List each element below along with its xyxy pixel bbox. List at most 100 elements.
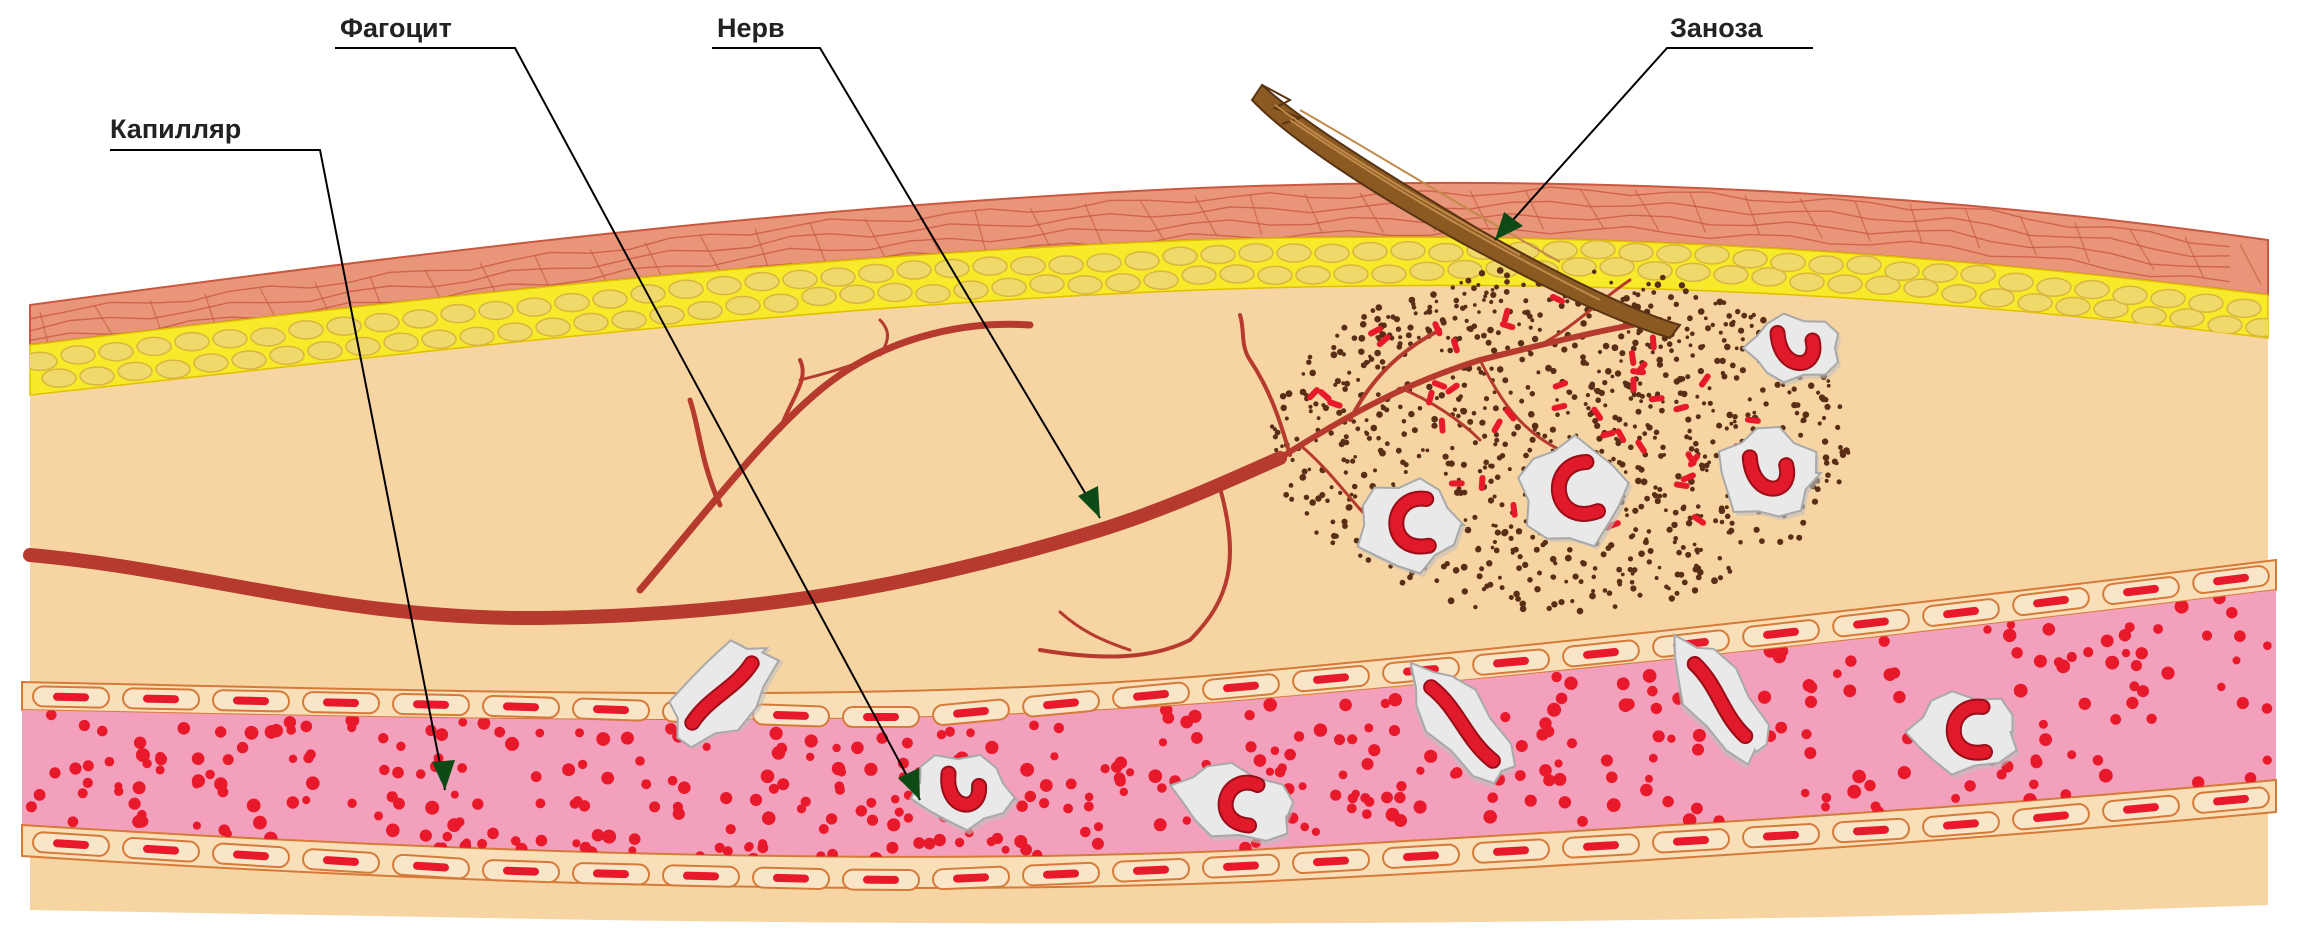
bacterium [1331,345,1336,350]
blood-cell [135,814,144,823]
blood-cell [1601,755,1613,767]
bacterium [1401,431,1407,437]
bacterium [1502,377,1508,383]
blood-cell [2105,656,2119,670]
blood-cell [629,833,641,845]
bacterium [1504,289,1510,295]
bacterium [1302,469,1308,475]
blood-cell [303,753,313,763]
bacterium [1314,530,1318,534]
bacterium [1681,545,1686,550]
fat-cell [1334,265,1368,283]
blood-cell [379,765,389,775]
bacterium [1800,520,1806,526]
blood-cell [1381,792,1393,804]
blood-cell [455,817,464,826]
bacterium [1685,374,1690,379]
bacterium [1464,518,1468,522]
fat-cell [1847,256,1881,274]
bacterium [1308,468,1312,472]
bacterium [1435,300,1439,304]
bacterium [1577,608,1584,615]
bacterium [1686,335,1690,339]
bacterium [1685,417,1691,423]
bacterium [1497,267,1504,274]
bacterium [1461,564,1468,571]
bacterium [1530,437,1536,443]
blood-cell [1094,822,1103,831]
blood-cell [2122,649,2130,657]
blood-cell [105,757,115,767]
blood-cell [114,782,122,790]
fat-cell [783,271,817,289]
blood-cell [1667,735,1675,743]
bacterium [1641,288,1645,292]
bacterium [1471,285,1477,291]
bacterium [1378,448,1384,454]
bacterium [1677,339,1681,343]
bacterium [1447,348,1453,354]
blood-cell [1054,723,1064,733]
fat-cell [1885,262,1919,280]
blood-cell [2029,780,2039,790]
endothelial-cell-nucleus [863,876,899,884]
bacterium [1547,606,1552,611]
bacterium [1572,343,1578,349]
blood-cell [237,742,248,753]
bacterium [1550,556,1557,563]
bacterium [1493,442,1497,446]
endothelial-cell-nucleus [953,873,989,883]
bacterium [1698,344,1704,350]
blood-cell [387,791,398,802]
blood-cell [223,754,234,765]
bacterium [1648,404,1653,409]
bacterium [1426,384,1432,390]
bacterium [1431,416,1438,423]
fat-cell [1353,243,1387,261]
bacterium [1435,309,1439,313]
bacterium [1508,467,1512,471]
blood-cell [1284,749,1296,761]
blood-cell [49,767,60,778]
bacterium [1479,420,1485,426]
bacterium [1718,575,1723,580]
fat-cell [726,296,760,314]
blood-cell [2126,697,2138,709]
bacterium [1491,348,1497,354]
bacterium [1699,548,1703,552]
bacterium [1367,436,1372,441]
bacterium [1494,285,1499,290]
bacterium [1717,299,1724,306]
bacterium [1513,547,1519,553]
blood-cell [1085,793,1094,802]
bacterium [1699,463,1705,469]
bacterium [1689,446,1695,452]
blood-cell [2031,754,2042,765]
bacterium [1720,520,1725,525]
bacterium [1732,414,1737,419]
bacterium [1822,438,1828,444]
bacterium [1823,454,1830,461]
blood-cell [2034,655,2047,668]
blood-cell [1266,768,1274,776]
bacterium [1481,333,1487,339]
tissue-red-cell [1439,417,1446,433]
blood-cell [2136,647,2148,659]
fat-cell [1182,266,1216,284]
fat-cell [1809,256,1843,274]
blood-cell [668,776,678,786]
blood-cell [2039,720,2048,729]
blood-cell [247,799,261,813]
bacterium [1632,508,1638,514]
fat-cell [1372,265,1406,283]
bacterium [1616,417,1622,423]
fat-cell [289,321,323,339]
bacterium [1818,421,1822,425]
bacterium [1270,424,1274,428]
blood-cell [1964,780,1975,791]
blood-cell [1543,774,1555,786]
bacterium [1425,326,1430,331]
blood-cell [224,830,232,838]
blood-cell [1662,796,1673,807]
bacterium [1534,586,1540,592]
